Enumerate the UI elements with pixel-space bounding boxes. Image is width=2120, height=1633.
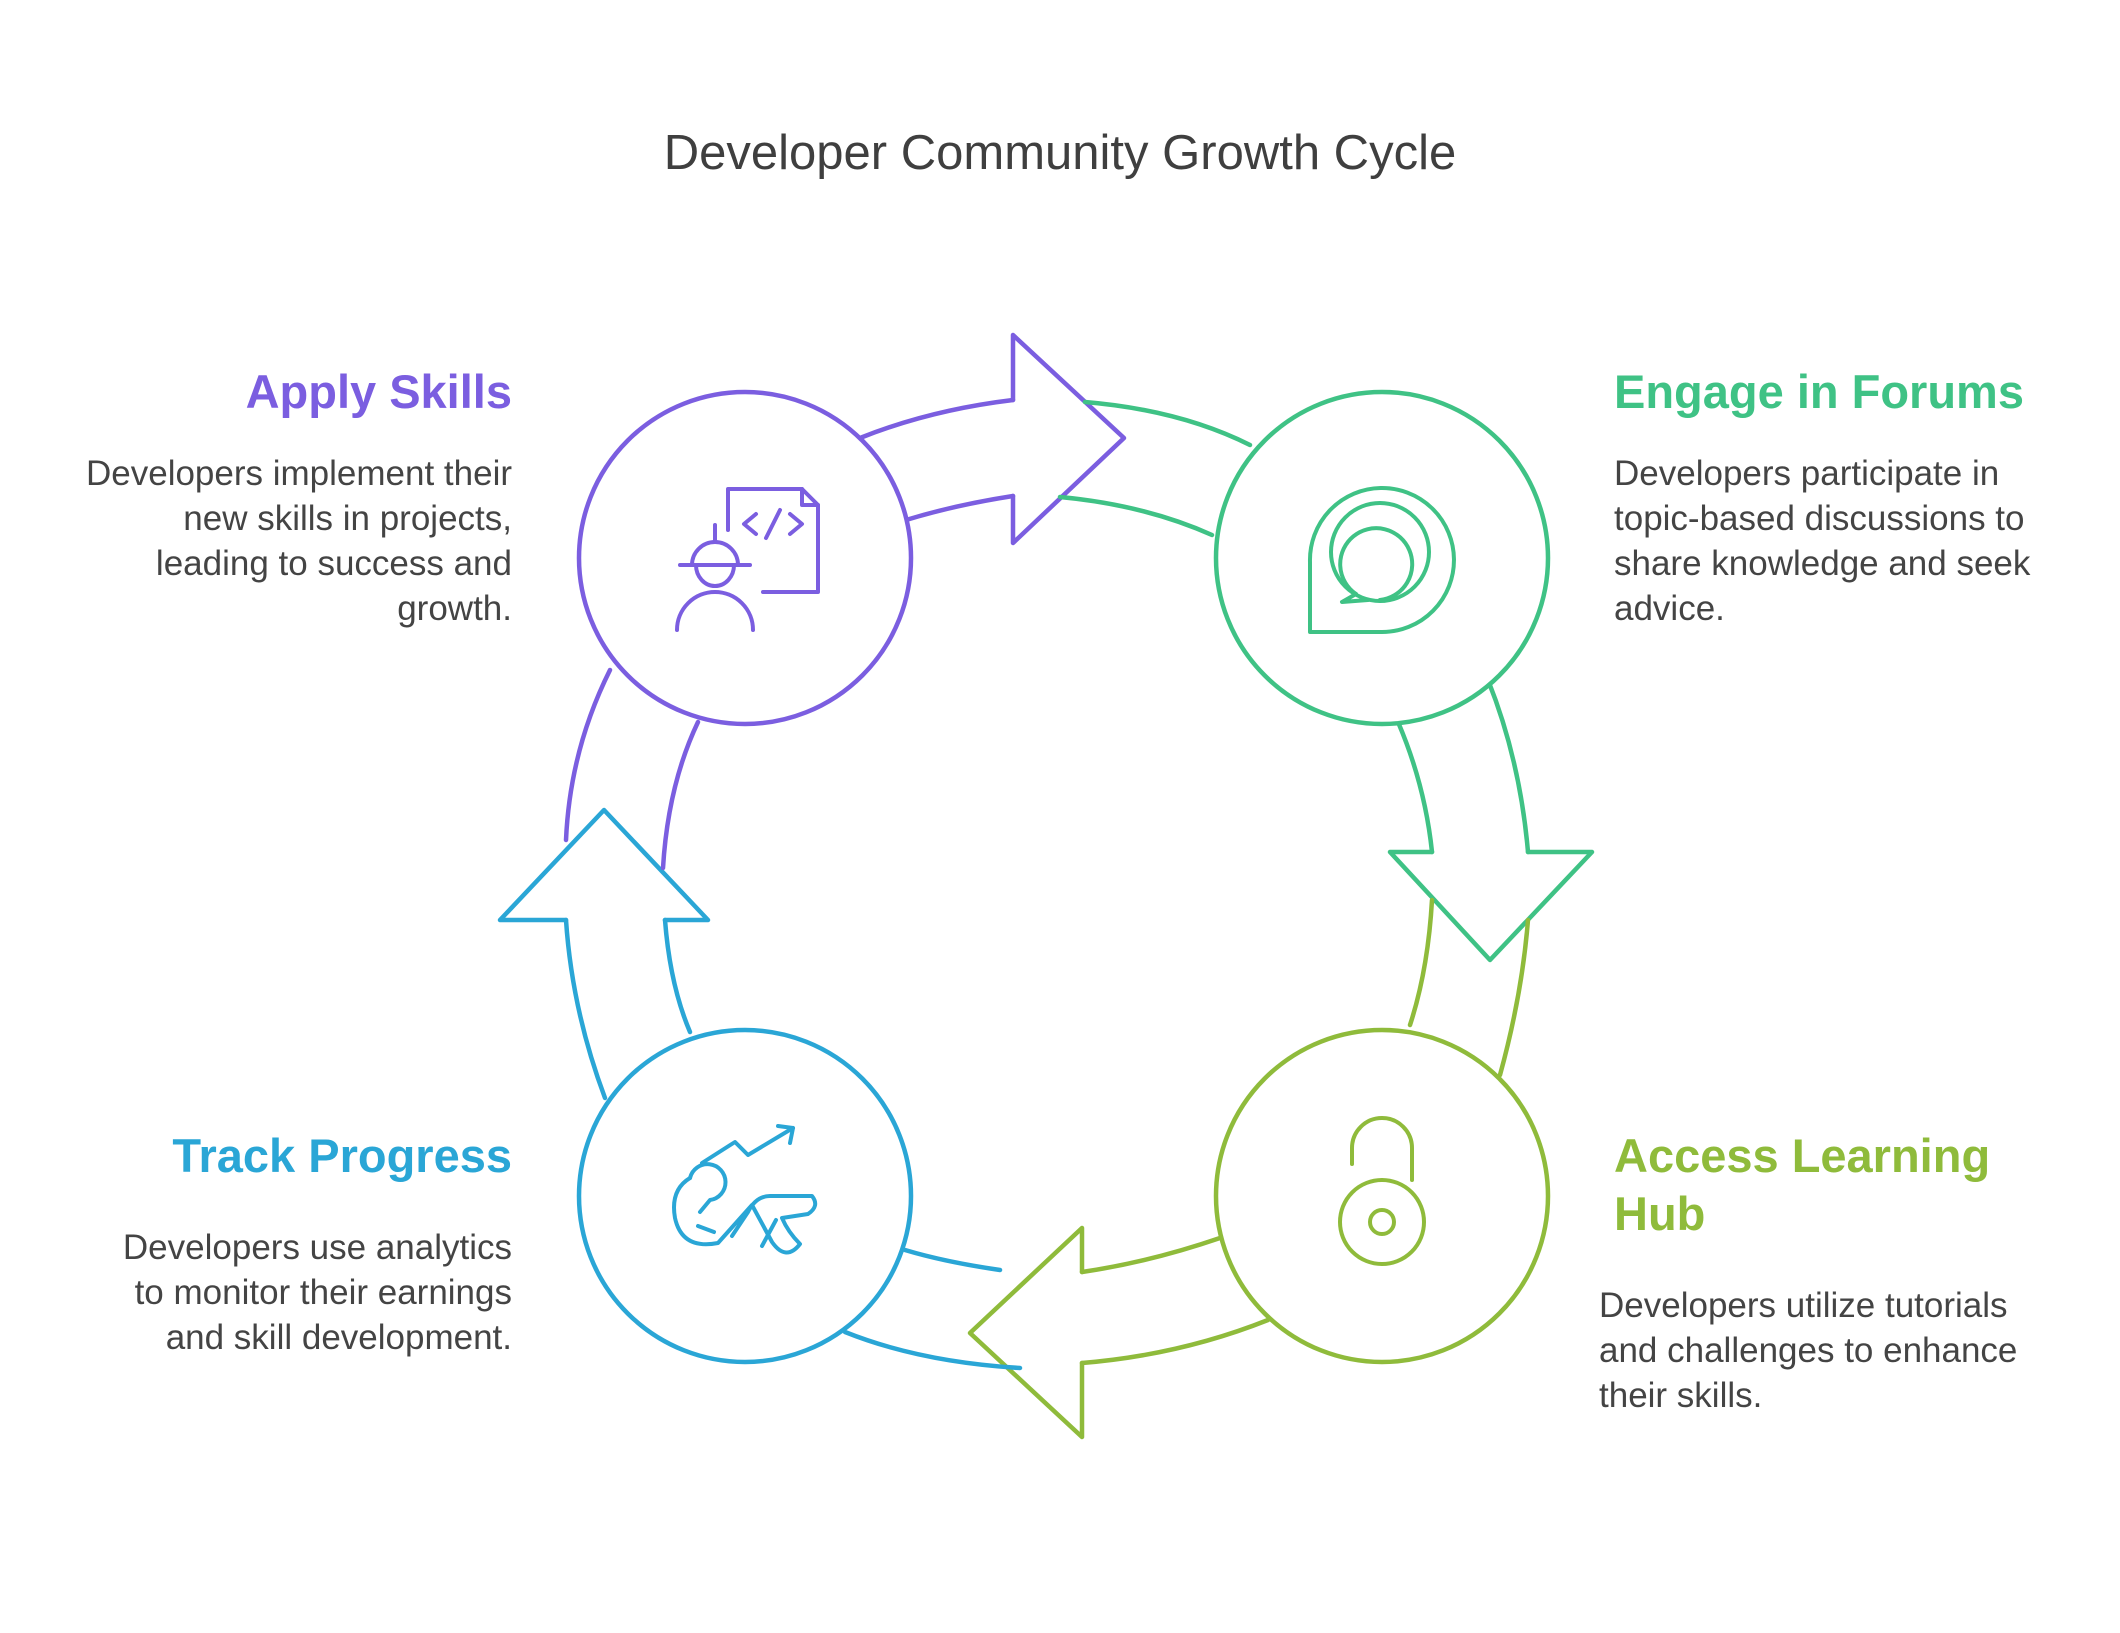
chat-bubbles-icon [1307,486,1456,634]
circle-access-learning-hub [1213,1027,1551,1365]
arrow-apply-to-engage [857,332,1127,546]
engage-in-forums-heading: Engage in Forums [1614,365,2024,418]
diagram-title: Developer Community Growth Cycle [663,126,1457,180]
access-learning-hub-heading: Access Learning Hub [1614,1129,1991,1240]
circle-engage-in-forums [1213,389,1551,727]
developer-code-icon [675,487,820,632]
apply-skills-heading: Apply Skills [245,365,512,418]
engage-in-forums-description: Developers participate in topic-based di… [1614,454,2031,628]
track-progress-description: Developers use analytics to monitor thei… [122,1228,512,1357]
access-learning-hub-description: Developers utilize tutorials and challen… [1599,1286,2018,1415]
circle-track-progress [576,1027,914,1365]
track-progress-heading: Track Progress [172,1129,512,1182]
arrow-apply-to-engage-tail [1057,399,1253,538]
arrow-engage-to-access [1387,677,1595,963]
progress-trend-icon [672,1124,818,1255]
arrow-track-to-apply [497,807,711,1101]
arrow-access-to-track-tail [842,1247,1023,1371]
arrow-access-to-track [967,1225,1271,1440]
circle-apply-skills [576,389,914,727]
apply-skills-description: Developers implement their new skills in… [85,454,512,628]
unlocked-padlock-icon [1338,1116,1426,1266]
arrow-engage-to-access-tail [1407,897,1531,1078]
arrow-track-to-apply-tail [563,667,701,871]
